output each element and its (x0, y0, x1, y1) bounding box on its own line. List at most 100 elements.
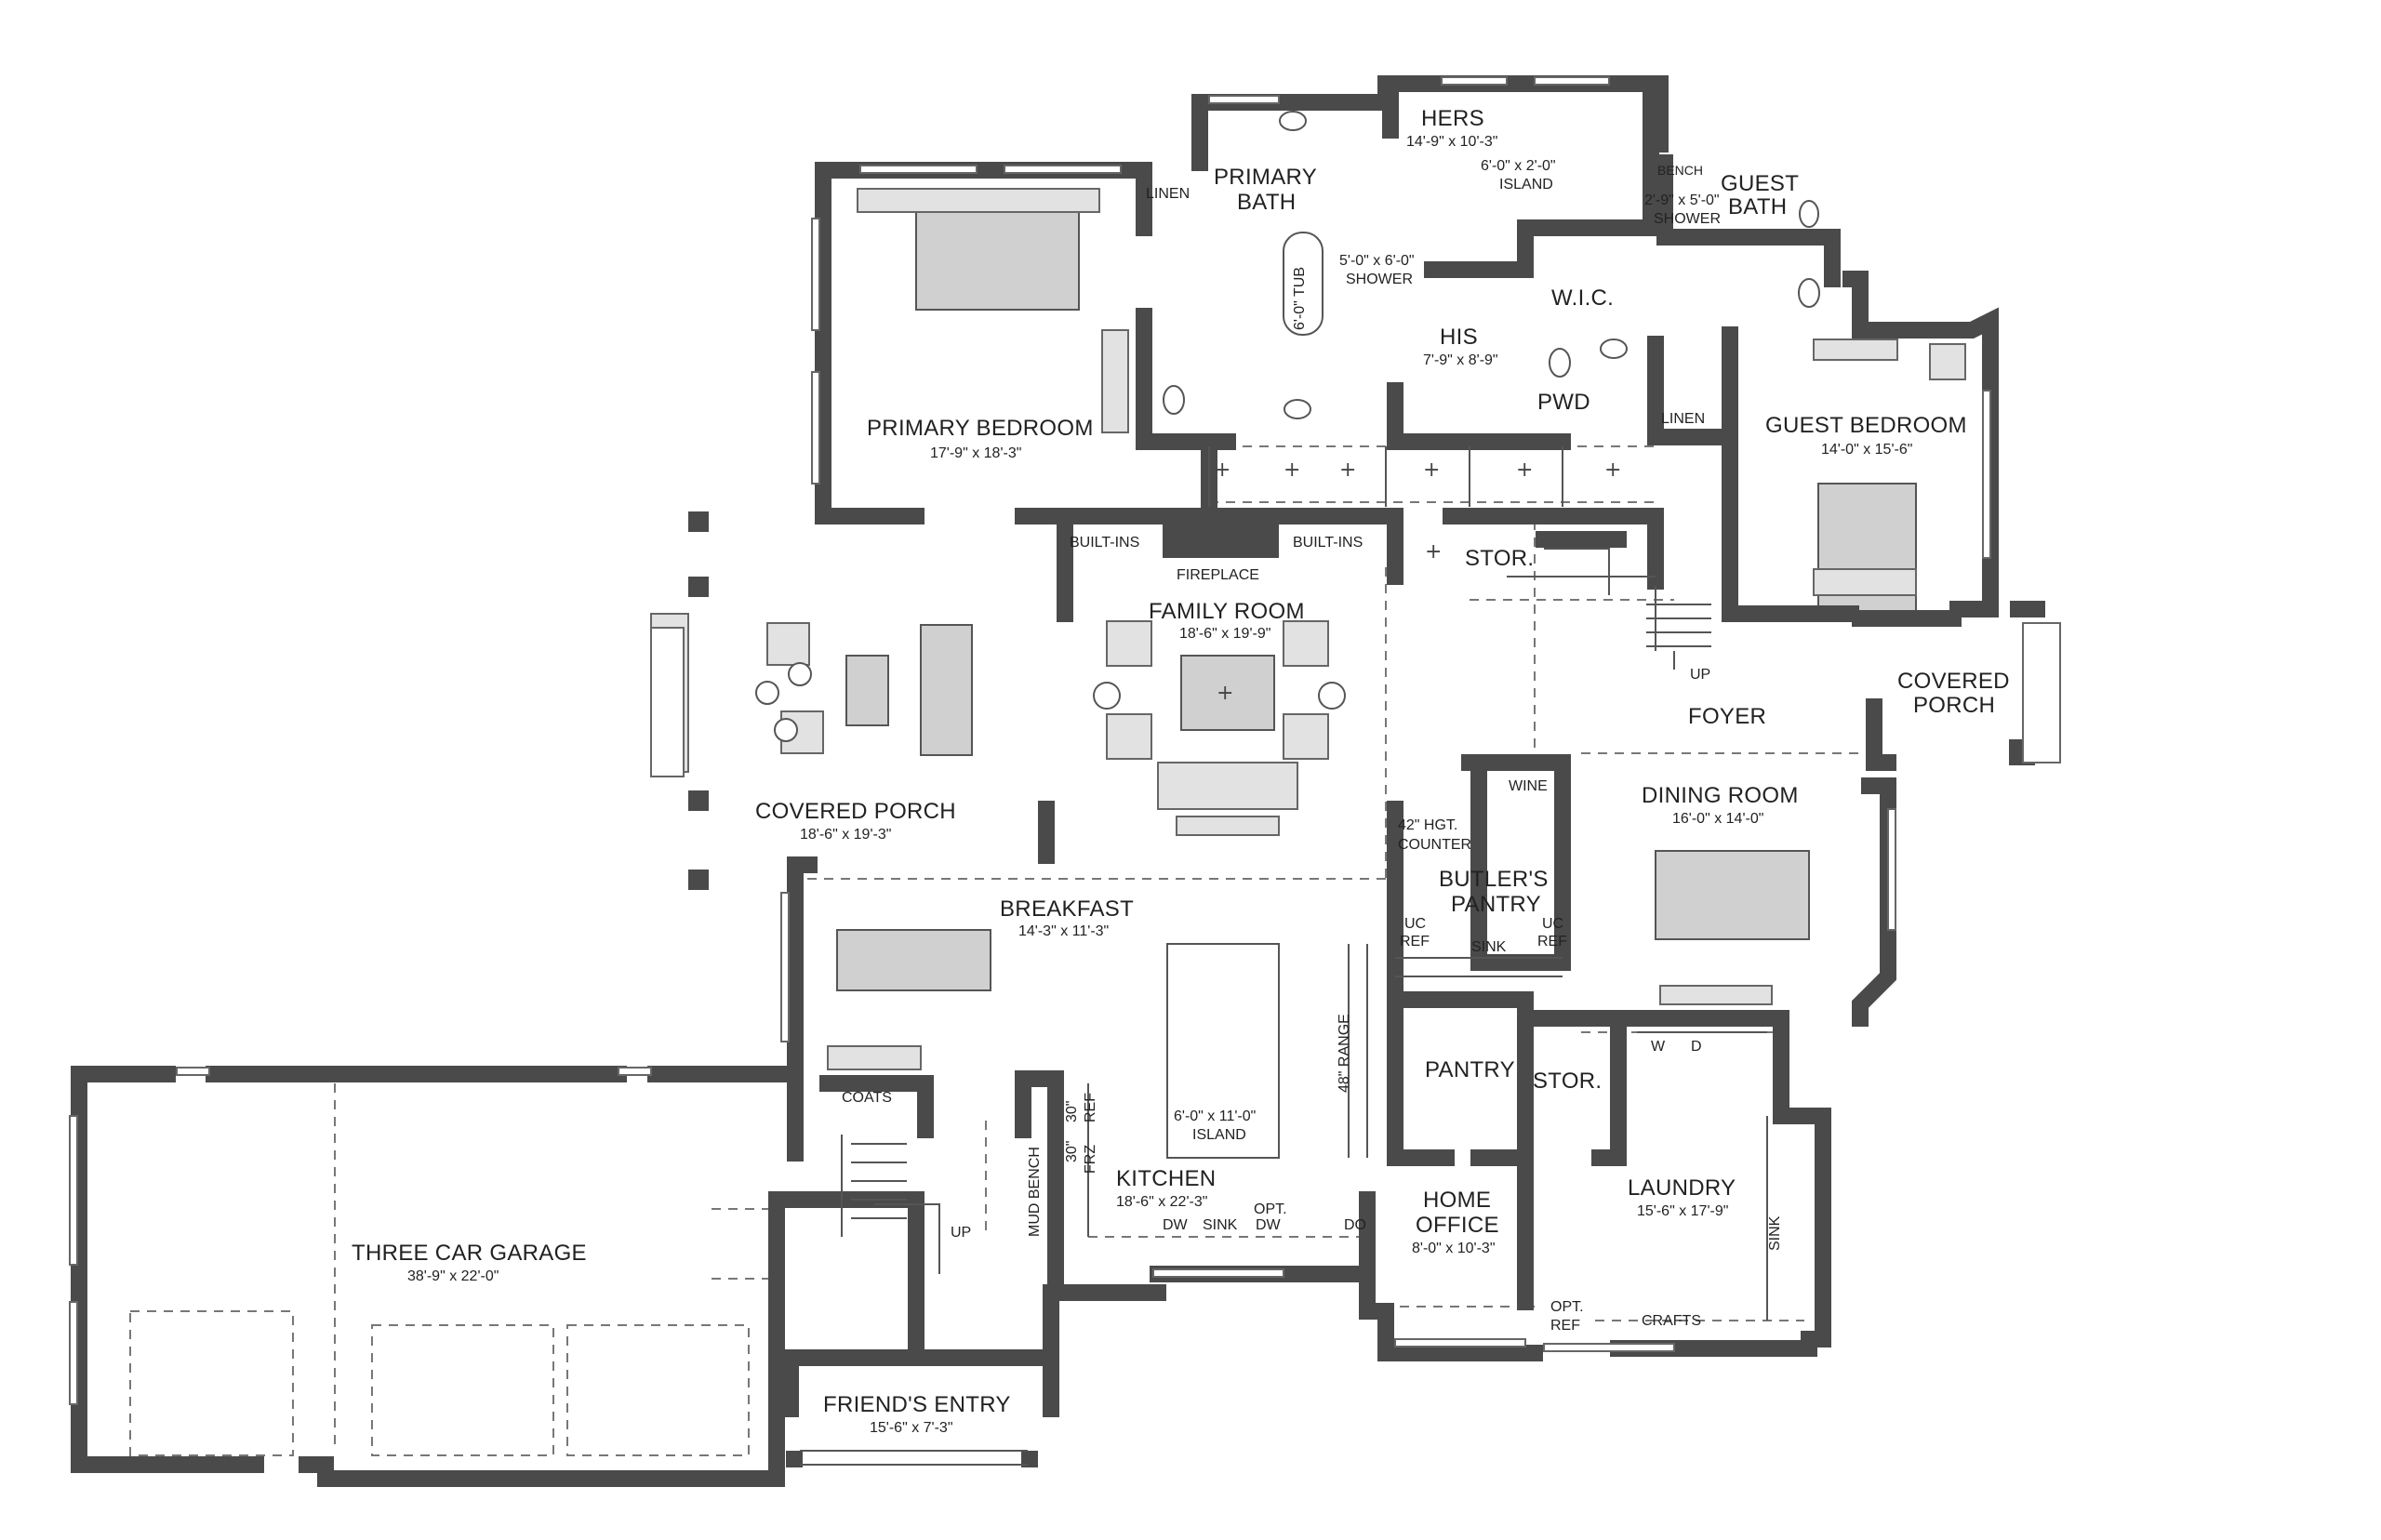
windows (69, 76, 2061, 1466)
labels: PRIMARY BATH HERS 14'-9" x 10'-3" 6'-0" … (352, 106, 2009, 1436)
toilet-guest (1798, 278, 1820, 308)
covered-porch-right-label-2: PORCH (1913, 693, 1995, 718)
home-office-label-2: OFFICE (1416, 1213, 1499, 1238)
bench-label: BENCH (1657, 163, 1703, 178)
family-chair-1 (1106, 620, 1152, 667)
walls (71, 75, 2045, 1487)
laundry-dim: 15'-6" x 17'-9" (1637, 1203, 1728, 1219)
family-chair-4 (1283, 713, 1329, 760)
svg-text:+: + (1423, 458, 1440, 482)
linen-guest-label: LINEN (1661, 411, 1705, 427)
shower-primary-label: SHOWER (1346, 272, 1413, 287)
built-ins-left-label: BUILT-INS (1070, 535, 1139, 551)
ceiling-markers: + + + + + + + + (1214, 458, 1621, 705)
opt-dw-label-1: OPT. (1254, 1201, 1287, 1217)
porch-coffee-table (845, 655, 889, 726)
guest-bedroom-dim: 14'-0" x 15'-6" (1821, 442, 1912, 458)
svg-text:+: + (1516, 458, 1533, 482)
his-label: HIS (1440, 325, 1478, 350)
foyer-label: FOYER (1688, 704, 1766, 729)
porch-side-table-3 (774, 718, 798, 742)
opt-ref-label-2: REF (1550, 1318, 1580, 1334)
breakfast-dim: 14'-3" x 11'-3" (1018, 923, 1109, 939)
garage-bay-1 (129, 1310, 294, 1456)
porch-side-table-2 (788, 662, 812, 686)
family-chair-3 (1106, 713, 1152, 760)
family-room-label: FAMILY ROOM (1149, 599, 1305, 624)
kitchen-dim: 18'-6" x 22'-3" (1116, 1194, 1207, 1210)
primary-bedroom-label: PRIMARY BEDROOM (867, 416, 1094, 441)
dining-room-dim: 16'-0" x 14'-0" (1672, 811, 1763, 827)
uc-ref-right-label-2: REF (1537, 934, 1567, 949)
washer-label: W (1651, 1039, 1666, 1055)
kitchen-island (1166, 943, 1280, 1159)
covered-porch-left-dim: 18'-6" x 19'-3" (800, 827, 891, 843)
guest-bath-label-1: GUEST (1721, 171, 1799, 196)
laundry-label: LAUNDRY (1628, 1175, 1736, 1201)
kitchen-island-dim: 6'-0" x 11'-0" (1174, 1109, 1256, 1124)
breakfast-table (836, 929, 991, 991)
guest-bed-footboard (1813, 568, 1917, 596)
built-ins-right-label: BUILT-INS (1293, 535, 1363, 551)
family-sofa (1157, 762, 1298, 810)
kitchen-island-label: ISLAND (1192, 1127, 1246, 1143)
shower-primary-dim: 5'-0" x 6'-0" (1339, 253, 1415, 269)
family-console (1176, 816, 1280, 836)
counter-label-1: 42" HGT. (1398, 817, 1457, 833)
friends-entry-label: FRIEND'S ENTRY (823, 1392, 1011, 1417)
pwd-label: PWD (1537, 390, 1590, 415)
up-garage-label: UP (951, 1225, 971, 1241)
furniture-layer (129, 111, 1966, 1456)
butlers-pantry-label-1: BUTLER'S (1439, 867, 1549, 892)
wic-label: W.I.C. (1551, 285, 1614, 311)
guest-bath-label-2: BATH (1728, 194, 1787, 219)
stor-mid-label: STOR. (1533, 1069, 1602, 1094)
hers-island-label: ISLAND (1499, 177, 1553, 192)
guest-shower-label: SHOWER (1654, 211, 1721, 227)
pantry-label: PANTRY (1425, 1057, 1515, 1082)
guest-chair (1929, 343, 1966, 380)
counter-label-2: COUNTER (1398, 837, 1471, 853)
home-office-dim: 8'-0" x 10'-3" (1412, 1241, 1496, 1256)
linen-primary-label: LINEN (1146, 186, 1190, 202)
primary-bed (915, 211, 1080, 311)
toilet-primary (1163, 385, 1185, 415)
ref-label: REF (1083, 1093, 1098, 1122)
primary-headboard (857, 188, 1100, 213)
porch-sofa (920, 624, 973, 756)
guest-bedroom-label: GUEST BEDROOM (1765, 413, 1967, 438)
bath-sink-2 (1284, 399, 1311, 419)
svg-text:+: + (1604, 458, 1621, 482)
tub (1283, 232, 1324, 336)
garage-bay-2 (371, 1324, 554, 1456)
toilet-pwd (1549, 348, 1571, 378)
svg-text:+: + (1214, 458, 1230, 482)
porch-chair-1 (766, 622, 810, 666)
fireplace-label: FIREPLACE (1177, 567, 1259, 583)
guest-bath-sink (1799, 200, 1819, 228)
frz-label: FRZ (1083, 1145, 1098, 1174)
hers-dim: 14'-9" x 10'-3" (1406, 134, 1497, 150)
uc-ref-right-label-1: UC (1542, 916, 1563, 932)
family-side-table-1 (1093, 682, 1121, 710)
covered-porch-left-label: COVERED PORCH (755, 799, 956, 824)
sink-laundry-label: SINK (1767, 1215, 1783, 1251)
stairs (841, 548, 1711, 1274)
guest-dresser (1813, 339, 1898, 361)
hers-label: HERS (1421, 106, 1484, 131)
svg-text:+: + (1339, 458, 1356, 482)
crafts-label: CRAFTS (1642, 1313, 1701, 1329)
garage-bay-3 (566, 1324, 750, 1456)
sink-kitchen-label: SINK (1203, 1217, 1238, 1233)
hers-island-dim: 6'-0" x 2'-0" (1481, 158, 1556, 174)
svg-text:+: + (1284, 458, 1300, 482)
primary-bath-label-2: BATH (1237, 190, 1296, 215)
coats-label: COATS (842, 1090, 892, 1106)
dining-table (1655, 850, 1810, 940)
mud-bench-label: MUD BENCH (1027, 1147, 1043, 1237)
butlers-pantry-label-2: PANTRY (1451, 892, 1541, 917)
wine-label: WINE (1509, 778, 1548, 794)
do-label: DO (1344, 1217, 1366, 1233)
guide-lines (334, 445, 1860, 1451)
